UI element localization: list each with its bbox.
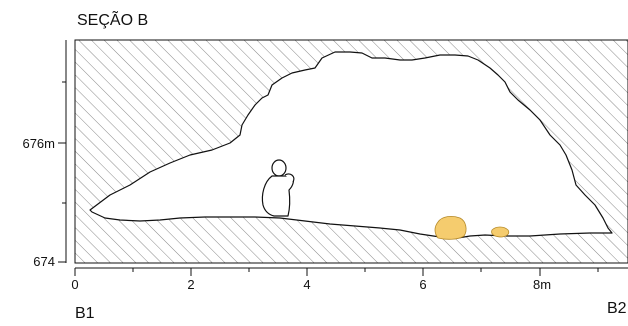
section-title: SEÇÃO B <box>77 9 148 29</box>
section-frame <box>74 39 628 264</box>
person-scale-figure <box>261 159 295 217</box>
x-tick-4: 4 <box>303 277 310 292</box>
rock-mass <box>75 40 628 263</box>
x-tick-0: 0 <box>71 277 78 292</box>
endpoint-b2: B2 <box>607 300 627 317</box>
y-axis <box>58 40 67 263</box>
boulder-small <box>491 226 510 238</box>
y-tick-674: 674 <box>33 254 55 269</box>
endpoint-b1: B1 <box>75 305 95 322</box>
cave-void <box>89 51 613 239</box>
x-tick-8m: 8m <box>533 277 551 292</box>
y-tick-676: 676m <box>22 136 55 151</box>
x-tick-6: 6 <box>419 277 426 292</box>
boulder-large <box>434 215 467 240</box>
x-tick-2: 2 <box>187 277 194 292</box>
x-axis <box>74 267 628 276</box>
